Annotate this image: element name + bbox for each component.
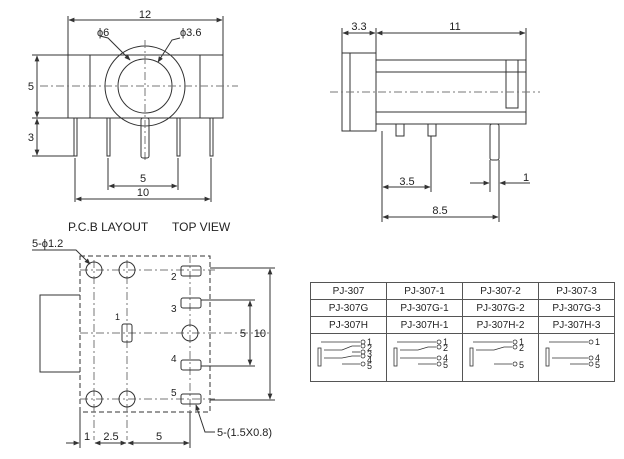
dim-right-outer: 10: [254, 328, 266, 340]
model-cell: PJ-307-1: [386, 282, 463, 300]
pin-num: 4: [595, 353, 600, 363]
model-cell: PJ-307-2: [462, 282, 539, 300]
pin-label-5: 5: [171, 388, 177, 399]
table-row: PJ-307G PJ-307G-1 PJ-307G-2 PJ-307G-3: [310, 299, 615, 317]
model-table: PJ-307 PJ-307-1 PJ-307-2 PJ-307-3 PJ-307…: [310, 282, 615, 382]
schematic-cell: 1 2 5: [462, 333, 539, 382]
dim-hole-small: ϕ3.6: [180, 27, 201, 39]
pin-num: 1: [443, 337, 448, 347]
model-cell: PJ-307G-2: [462, 299, 539, 317]
pin-num: 2: [443, 343, 448, 353]
pin-num: 3: [367, 349, 372, 359]
switch-schematic-icon: 1 2 4 5: [393, 337, 448, 370]
schematic-cell: 1 2 4 5: [386, 333, 463, 382]
pcb-layout: [32, 249, 275, 448]
pin-slot-1: [121, 323, 133, 343]
pcb-title: P.C.B LAYOUT: [68, 220, 149, 234]
pin-num: 5: [367, 361, 372, 371]
schematic-row: 1 2 3 4 5 1 2 4 5: [310, 333, 615, 382]
front-view: [32, 16, 238, 202]
pcb-view-label: TOP VIEW: [172, 220, 231, 234]
schematic-cell: 1 4 5: [538, 333, 615, 382]
pin-slot-2: [180, 265, 202, 277]
mount-hole: [85, 390, 103, 408]
dim-pin-length: 3: [28, 132, 34, 144]
dim-pin-width: 1: [523, 172, 529, 184]
model-cell: PJ-307G-1: [386, 299, 463, 317]
mount-hole: [118, 390, 136, 408]
pin-label-4: 4: [171, 354, 177, 365]
model-cell: PJ-307H-1: [386, 316, 463, 334]
pin-num: 4: [443, 353, 448, 363]
pin-num: 1: [519, 337, 524, 347]
model-cell: PJ-307H: [310, 316, 387, 334]
model-cell: PJ-307: [310, 282, 387, 300]
dim-pin-span: 8.5: [432, 205, 447, 217]
model-cell: PJ-307G-3: [538, 299, 615, 317]
model-cell: PJ-307H-3: [538, 316, 615, 334]
table-row: PJ-307H PJ-307H-1 PJ-307H-2 PJ-307H-3: [310, 316, 615, 334]
dim-pin-pitch-small: 5: [140, 173, 146, 185]
switch-schematic-icon: 1 2 5: [469, 337, 524, 370]
switch-schematic-icon: 1 2 3 4 5: [317, 337, 372, 371]
pin-slot-3: [180, 297, 202, 309]
dim-front: 3.3: [351, 21, 366, 33]
mount-hole: [118, 261, 136, 279]
pin-slot-5: [180, 393, 202, 405]
pin-slot-4: [180, 359, 202, 371]
pin-label-3: 3: [171, 304, 177, 315]
pin-label-2: 2: [171, 272, 177, 283]
dim-width: 12: [139, 9, 151, 21]
dim-pin-offset: 3.5: [399, 176, 414, 188]
dim-pin-pitch-large: 10: [137, 187, 149, 199]
table-row: PJ-307 PJ-307-1 PJ-307-2 PJ-307-3: [310, 282, 615, 300]
slot-spec: 5-(1.5X0.8): [217, 427, 272, 439]
dim-bottom-3: 5: [156, 431, 162, 443]
mount-hole: [85, 261, 103, 279]
center-hole: [181, 324, 199, 342]
dim-hole-large: ϕ6: [97, 27, 109, 39]
dim-body: 11: [449, 21, 460, 33]
pin-num: 2: [519, 343, 524, 353]
pcb-outline: [79, 255, 211, 413]
dim-right-inner: 5: [240, 328, 246, 340]
model-cell: PJ-307-3: [538, 282, 615, 300]
pin-label-1: 1: [115, 312, 120, 322]
pin-num: 5: [595, 360, 600, 370]
pin-num: 1: [367, 337, 372, 347]
pin-num: 1: [595, 337, 600, 347]
model-cell: PJ-307G: [310, 299, 387, 317]
pin-num: 5: [443, 360, 448, 370]
side-view: [330, 28, 540, 222]
model-cell: PJ-307H-2: [462, 316, 539, 334]
dim-bottom-2: 2.5: [103, 431, 118, 443]
dim-bottom-1: 1: [84, 431, 90, 443]
hole-spec: 5-ϕ1.2: [32, 238, 63, 250]
schematic-cell: 1 2 3 4 5: [310, 333, 387, 382]
pin-num: 2: [367, 343, 372, 353]
switch-schematic-icon: 1 4 5: [545, 337, 600, 370]
pin-num: 4: [367, 355, 372, 365]
pin-num: 5: [519, 360, 524, 370]
dim-height: 5: [28, 81, 34, 93]
front-pins: [73, 117, 214, 159]
